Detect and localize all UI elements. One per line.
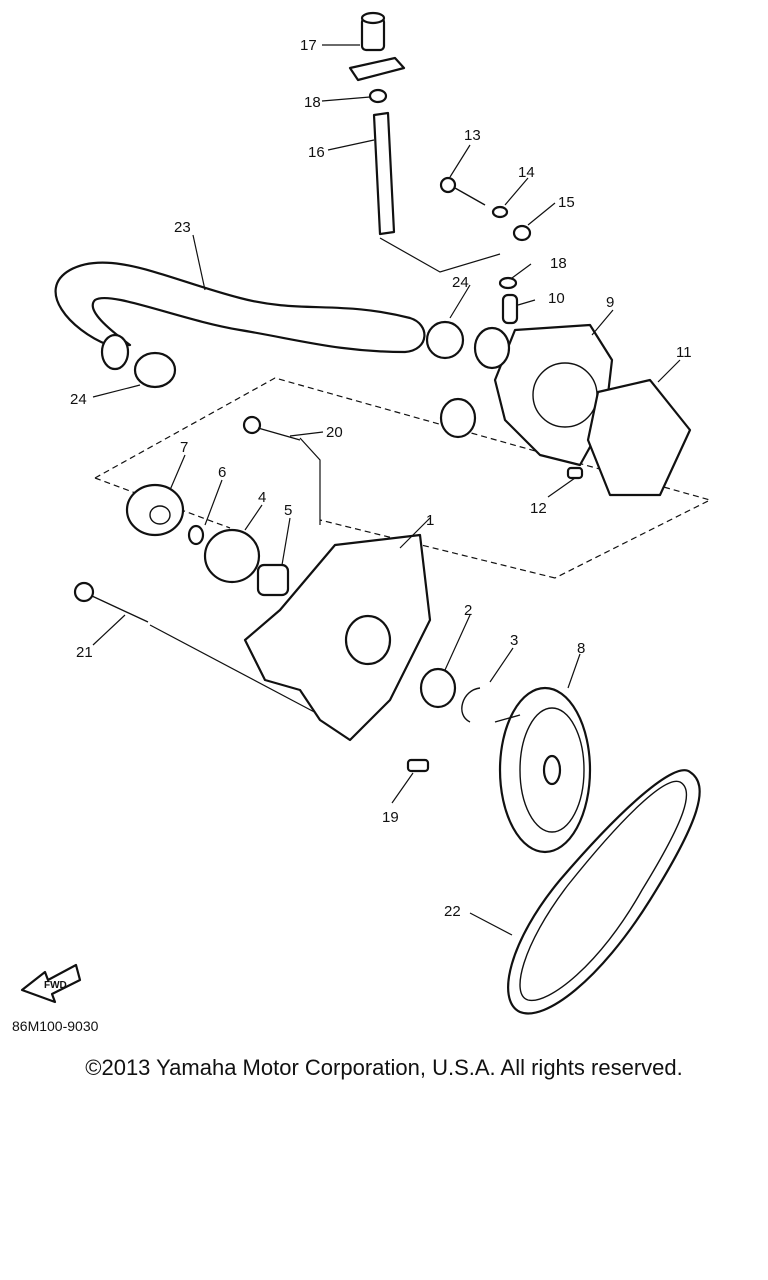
callout-5: 5 (284, 502, 292, 519)
housing-9 (439, 323, 614, 467)
dowel-19 (406, 758, 430, 773)
clamp-24-right (425, 320, 465, 360)
callout-16: 16 (308, 144, 325, 161)
bolt-13 (439, 176, 486, 206)
clamp-24-left (133, 351, 177, 389)
clamp-18 (498, 276, 518, 290)
callout-18-top: 18 (304, 94, 321, 111)
bolt-21 (73, 581, 149, 623)
part-code: 86M100-9030 (12, 1018, 99, 1034)
seal-6 (187, 524, 205, 546)
washer-15 (512, 224, 532, 242)
pipe-16 (372, 111, 396, 236)
fitting-17 (348, 11, 406, 82)
seal-4 (203, 528, 261, 584)
callout-19: 19 (382, 809, 399, 826)
callout-17: 17 (300, 37, 317, 54)
callout-15: 15 (558, 194, 575, 211)
callout-22: 22 (444, 903, 461, 920)
bolt-20 (242, 415, 301, 441)
bearing-2 (419, 667, 457, 709)
callout-23: 23 (174, 219, 191, 236)
washer-14 (491, 205, 509, 219)
fwd-label: FWD (44, 980, 67, 991)
hose-23-end (100, 333, 130, 371)
collar-5 (256, 563, 290, 597)
callout-3: 3 (510, 632, 518, 649)
callout-6: 6 (218, 464, 226, 481)
impeller-7 (125, 483, 185, 537)
hose-23 (54, 261, 426, 354)
fwd-arrow: FWD (20, 963, 82, 1004)
callout-11: 11 (676, 344, 692, 361)
callout-13: 13 (464, 127, 481, 144)
callout-9: 9 (606, 294, 614, 311)
hose-link-dash (379, 237, 501, 273)
callout-24-left: 24 (70, 391, 87, 408)
pulley-8 (494, 686, 592, 854)
belt-22-inner (519, 780, 688, 1002)
leader-lines (92, 44, 681, 936)
belt-22 (507, 769, 701, 1015)
clamp-18-top (368, 88, 388, 104)
circlip-3 (461, 687, 481, 723)
copyright-notice: ©2013 Yamaha Motor Corporation, U.S.A. A… (85, 1055, 683, 1080)
callout-4: 4 (258, 489, 266, 506)
callout-12: 12 (530, 500, 547, 517)
callout-1: 1 (426, 512, 434, 529)
bolt-20-axis (299, 437, 321, 525)
bolt-21-axis (149, 624, 321, 716)
callout-24-right: 24 (452, 274, 469, 291)
pump-body-1 (243, 533, 432, 742)
pin-12 (566, 466, 584, 480)
callout-7: 7 (180, 439, 188, 456)
gasket-11 (586, 378, 692, 497)
callout-21: 21 (76, 644, 93, 661)
callout-8: 8 (577, 640, 585, 657)
callout-10: 10 (548, 290, 565, 307)
callout-14: 14 (518, 164, 535, 181)
callout-20: 20 (326, 424, 343, 441)
callout-18: 18 (550, 255, 567, 272)
callout-2: 2 (464, 602, 472, 619)
parts-diagram: FWD 17 18 16 13 14 15 23 18 24 10 9 11 2… (20, 11, 712, 1015)
nipple-10 (501, 293, 519, 325)
